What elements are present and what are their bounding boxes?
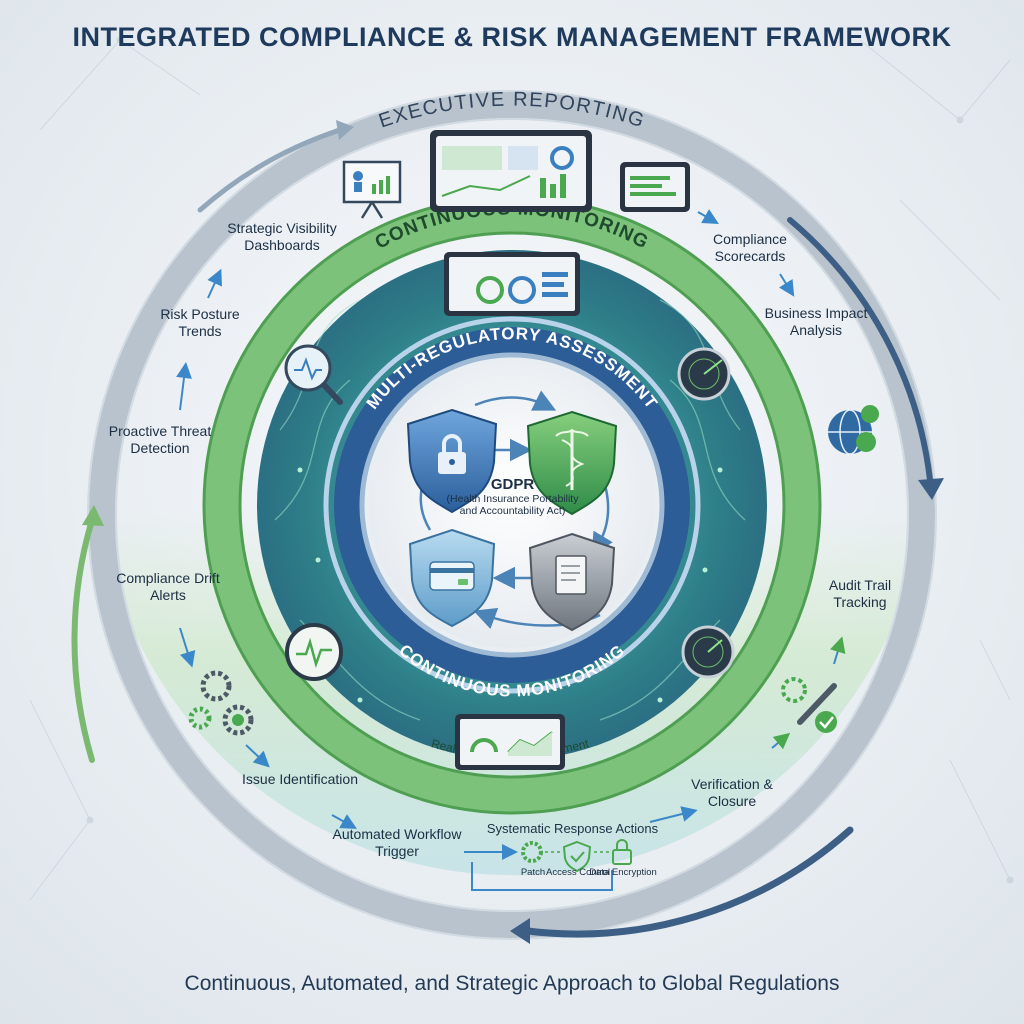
page-subtitle: Continuous, Automated, and Strategic App… <box>184 972 840 995</box>
center-regulation-text: GDPR (Health Insurance Portability and A… <box>440 476 585 517</box>
page-title: INTEGRATED COMPLIANCE & RISK MANAGEMENT … <box>72 22 952 52</box>
label-strategic-visibility: Strategic Visibility Dashboards <box>227 220 337 253</box>
data-dots <box>297 467 723 703</box>
medical-shield-icon <box>526 410 618 516</box>
label-patch: Patch <box>520 867 546 878</box>
radar-top-right-icon <box>677 347 731 401</box>
data-encryption-lock-icon <box>612 839 632 865</box>
background-network <box>29 36 1014 901</box>
label-automated-workflow: Automated Workflow Trigger <box>332 826 462 859</box>
outer-ring <box>89 92 935 938</box>
center-heading: GDPR <box>490 476 535 493</box>
outer-flow-arrow-bottom <box>516 826 854 938</box>
magnifier-pulse-icon <box>284 344 343 405</box>
label-proactive-threat: Proactive Threat Detection <box>108 423 212 456</box>
outer-flow-arrow-top <box>197 127 343 213</box>
label-verification-closure: Verification & Closure <box>691 776 773 809</box>
gears-check-icon <box>188 670 254 736</box>
label-risk-posture: Risk Posture Trends <box>160 306 240 339</box>
label-flow-arrows <box>176 209 846 891</box>
radar-bottom-right-icon <box>681 625 735 679</box>
status-screen-bottom-icon <box>455 714 565 770</box>
executive-dashboard-screen-icon <box>430 130 592 212</box>
outer-flow-arrow-right <box>787 217 933 483</box>
label-data-encryption: Data Encryption <box>589 867 657 878</box>
access-control-shield-icon <box>562 840 592 873</box>
label-audit-trail: Audit Trail Tracking <box>828 577 892 610</box>
tablet-scorecard-icon <box>620 162 690 212</box>
patch-gear-icon <box>521 841 543 863</box>
lock-shield-icon <box>406 408 498 514</box>
payment-card-shield-icon <box>408 528 496 628</box>
continuous-monitoring-ring <box>205 198 819 812</box>
label-issue-identification: Issue Identification <box>242 771 358 787</box>
label-systematic-response: Systematic Response Actions <box>486 821 659 836</box>
label-business-impact: Business Impact Analysis <box>764 305 868 338</box>
heartbeat-gauge-icon <box>285 623 343 681</box>
outer-flow-arrow-left <box>71 517 95 763</box>
document-shield-icon <box>528 532 616 632</box>
globe-analytics-icon <box>828 405 879 455</box>
wrench-check-icon <box>781 677 837 733</box>
label-compliance-scorecards: Compliance Scorecards <box>713 231 787 264</box>
label-access-control: Access Control <box>546 867 610 878</box>
label-compliance-drift: Compliance Drift Alerts <box>116 570 220 603</box>
presentation-board-icon <box>342 160 402 219</box>
monitoring-screen-top-icon <box>444 252 580 316</box>
center-detail: (Health Insurance Portability and Accoun… <box>446 493 579 517</box>
